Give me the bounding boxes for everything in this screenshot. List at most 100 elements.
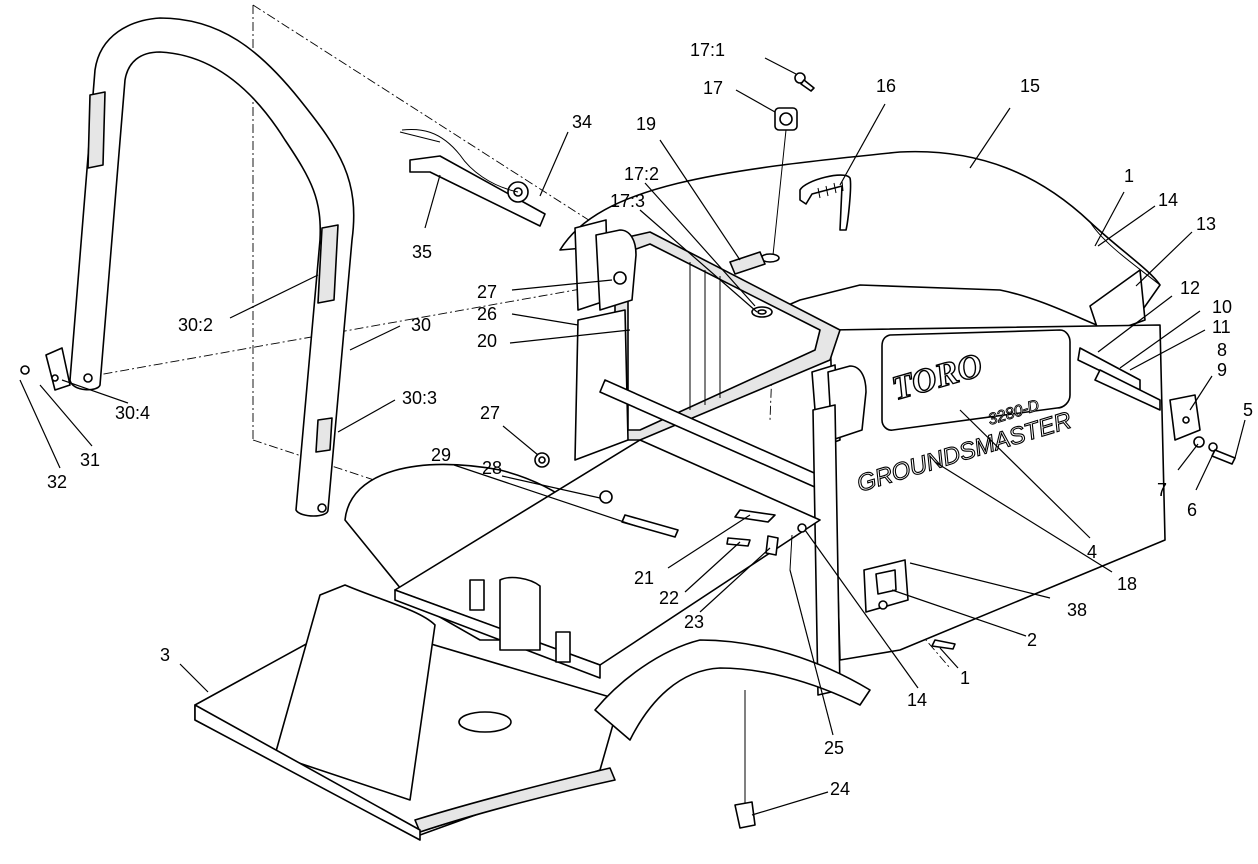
- leader-4: [959, 409, 1091, 539]
- callout-27-top: 27: [477, 282, 497, 302]
- callout-14-top: 14: [1158, 190, 1178, 210]
- pivot-pins: [534, 452, 679, 538]
- callout-26: 26: [477, 304, 497, 324]
- leader-17-3: [639, 209, 758, 313]
- main-frame: [394, 439, 821, 733]
- leader-20: [509, 329, 631, 344]
- leader-lines: [19, 57, 1246, 816]
- callout-15: 15: [1020, 76, 1040, 96]
- callout-6: 6: [1187, 500, 1197, 520]
- callout-19: 19: [636, 114, 656, 134]
- callout-2: 2: [1027, 630, 1037, 650]
- callout-labels: 17:1 17 16 15 34 19 17:2 17:3 1 14 13 35…: [47, 40, 1253, 799]
- radiator-screen: [614, 231, 841, 441]
- callout-16: 16: [876, 76, 896, 96]
- leader-28: [501, 475, 601, 499]
- callout-8: 8: [1217, 340, 1227, 360]
- operator-platform: [194, 584, 621, 841]
- leader-17-1: [764, 57, 797, 75]
- ignition-key: [794, 72, 815, 92]
- callout-30-2: 30:2: [178, 315, 213, 335]
- leader-17: [735, 89, 776, 113]
- leader-34: [539, 131, 569, 197]
- callout-38: 38: [1067, 600, 1087, 620]
- callout-10: 10: [1212, 297, 1232, 317]
- callout-1-bottom: 1: [960, 668, 970, 688]
- callout-17-3: 17:3: [610, 191, 645, 211]
- leader-19: [659, 139, 741, 261]
- callout-35: 35: [412, 242, 432, 262]
- callout-4: 4: [1087, 542, 1097, 562]
- callout-12: 12: [1180, 278, 1200, 298]
- leader-30-3: [337, 399, 396, 433]
- callout-28: 28: [482, 458, 502, 478]
- leader-5: [1234, 419, 1246, 459]
- rops-hoop: [69, 17, 355, 517]
- leader-14-bottom: [804, 529, 919, 689]
- callout-9: 9: [1217, 360, 1227, 380]
- callout-29: 29: [431, 445, 451, 465]
- bulkhead-plate: [574, 309, 629, 461]
- rops-pin-assembly: [399, 128, 546, 227]
- callout-25: 25: [824, 738, 844, 758]
- callout-14-bottom: 14: [907, 690, 927, 710]
- leader-10: [1119, 310, 1201, 369]
- ignition-switch: [760, 107, 798, 263]
- callout-17: 17: [703, 78, 723, 98]
- hood-hinge: [1077, 347, 1236, 465]
- callout-34: 34: [572, 112, 592, 132]
- leader-2: [891, 589, 1027, 637]
- callout-17-1: 17:1: [690, 40, 725, 60]
- callout-23: 23: [684, 612, 704, 632]
- leader-16: [839, 103, 886, 186]
- leader-29: [453, 464, 637, 527]
- leader-6: [1195, 451, 1215, 491]
- hood-handle: [799, 174, 852, 231]
- callout-5: 5: [1243, 400, 1253, 420]
- leader-30-4: [61, 379, 129, 404]
- leader-11: [1129, 329, 1206, 371]
- leader-12: [1097, 295, 1173, 353]
- leader-25: [789, 569, 834, 736]
- leader-7: [1177, 443, 1199, 471]
- leader-8-9: [1189, 375, 1213, 411]
- instrument-decals: [729, 251, 773, 318]
- latch-components: [726, 509, 956, 829]
- callout-18: 18: [1117, 574, 1137, 594]
- callout-7: 7: [1157, 480, 1167, 500]
- leader-14-top: [1097, 205, 1156, 247]
- leader-31: [39, 384, 93, 447]
- rops-clip: [20, 347, 71, 391]
- callout-3: 3: [160, 645, 170, 665]
- leader-17-2: [644, 182, 756, 307]
- leader-22: [684, 541, 741, 593]
- leader-15: [969, 107, 1011, 169]
- leader-30: [349, 325, 401, 351]
- leader-1-bottom: [939, 647, 959, 669]
- leader-27-top: [511, 279, 613, 291]
- callout-30-4: 30:4: [115, 403, 150, 423]
- leader-35: [424, 174, 441, 229]
- leader-23: [699, 547, 771, 613]
- exploded-assembly-drawing: TORO GROUNDSMASTER 3280-D: [20, 4, 1236, 841]
- leader-27-mid: [502, 425, 539, 456]
- leader-38: [909, 562, 1051, 599]
- side-panel-assembly: TORO GROUNDSMASTER 3280-D: [829, 324, 1166, 661]
- callout-24: 24: [830, 779, 850, 799]
- callout-13: 13: [1196, 214, 1216, 234]
- leader-3: [179, 663, 209, 693]
- leader-30-2: [229, 274, 319, 319]
- leader-1-top: [1094, 191, 1125, 247]
- leader-32: [19, 379, 61, 469]
- callout-32: 32: [47, 472, 67, 492]
- leader-21: [667, 514, 751, 569]
- leader-26: [511, 313, 579, 326]
- callout-31: 31: [80, 450, 100, 470]
- leader-13: [1135, 231, 1193, 287]
- callout-11: 11: [1212, 317, 1231, 337]
- cross-tube: [599, 379, 841, 696]
- callout-1-top: 1: [1124, 166, 1134, 186]
- callout-22: 22: [659, 588, 679, 608]
- callout-30-3: 30:3: [402, 388, 437, 408]
